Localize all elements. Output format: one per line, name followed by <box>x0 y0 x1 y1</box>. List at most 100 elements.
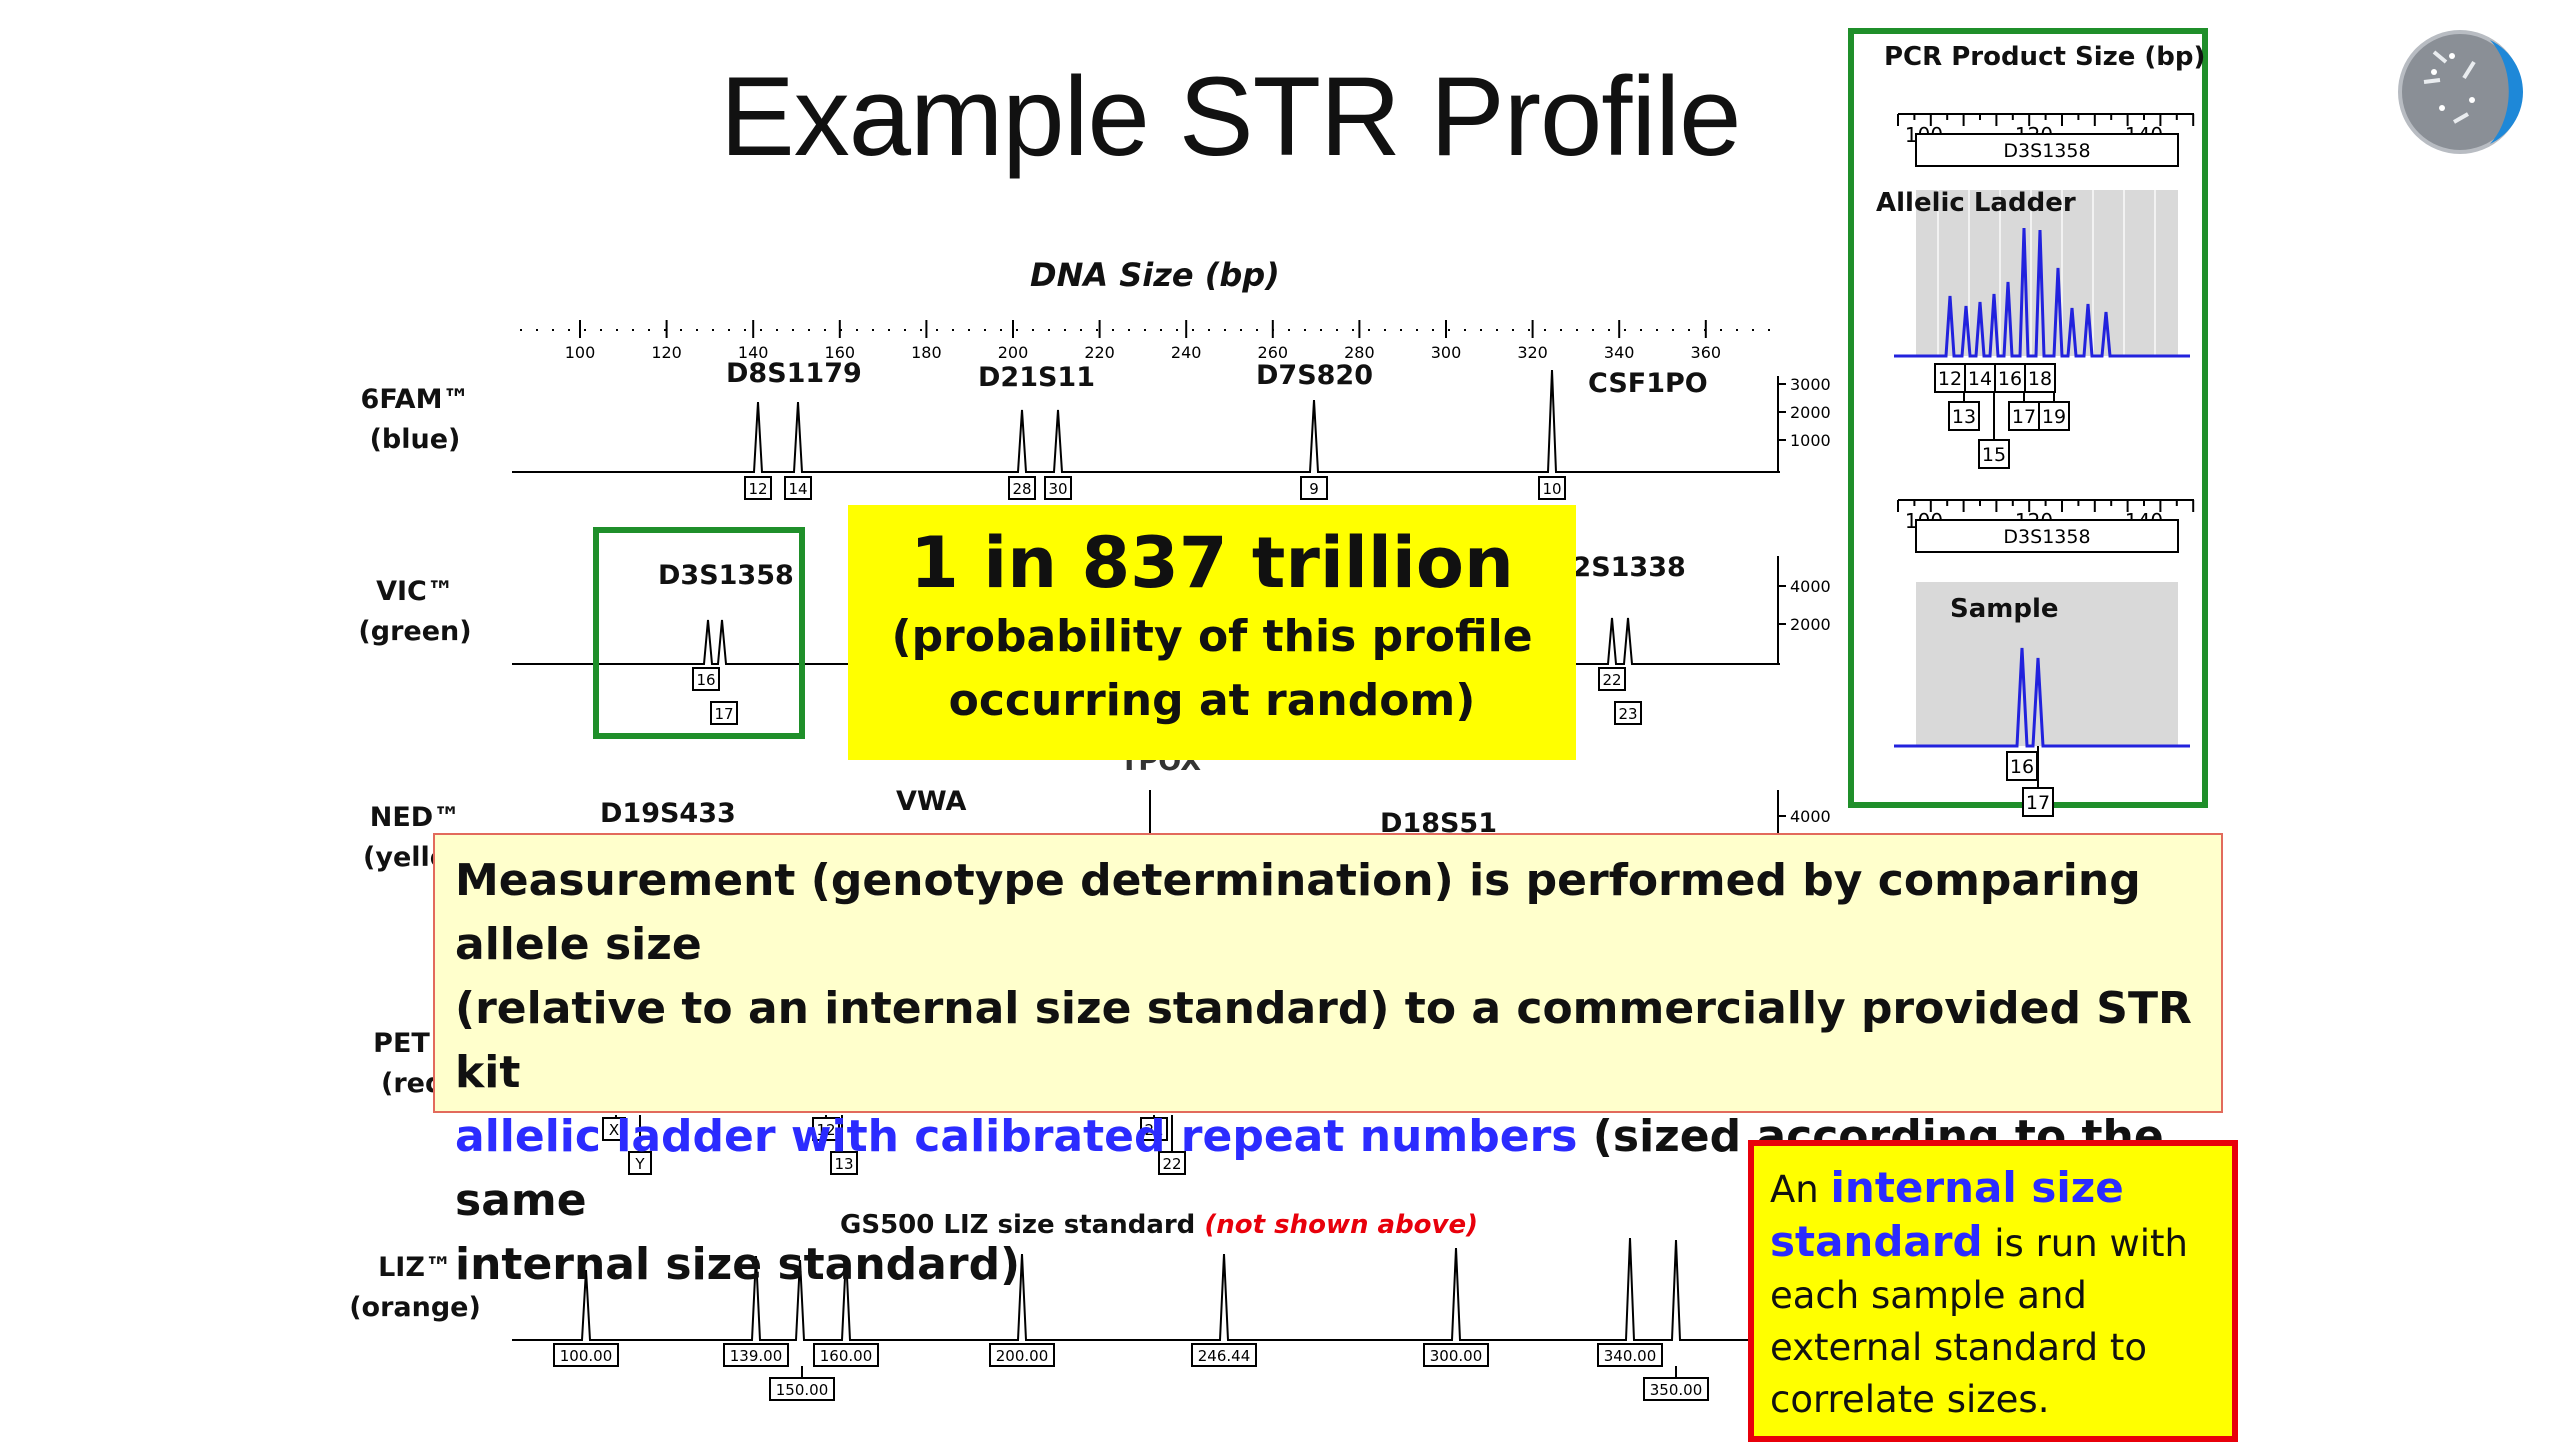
svg-text:246.44: 246.44 <box>1198 1347 1251 1365</box>
axis-tick-label: 340 <box>1604 343 1635 362</box>
allele-call-box: 22 <box>1158 1151 1186 1175</box>
probability-line2: occurring at random) <box>948 675 1476 726</box>
inset-ladder-bin <box>1916 190 2178 356</box>
svg-text:14: 14 <box>1968 368 1992 390</box>
scale-label: 2000 <box>1790 615 1831 634</box>
axis-tick-label: 120 <box>651 343 682 362</box>
dye-name: 6FAM™ <box>360 384 470 415</box>
measurement-callout: Measurement (genotype determination) is … <box>433 833 2223 1290</box>
allele-call-box: 14 <box>784 476 812 500</box>
svg-text:13: 13 <box>1952 406 1976 428</box>
dye-name: NED™ <box>369 802 461 833</box>
axis-tick-label: 260 <box>1258 343 1289 362</box>
allele-call-box: 22 <box>1598 667 1626 691</box>
inset-sample-label: Sample <box>1950 594 2059 624</box>
probability-headline: 1 in 837 trillion <box>910 522 1514 604</box>
dye-label-vic: VIC™ (green) <box>345 572 485 652</box>
svg-text:28: 28 <box>1012 480 1031 498</box>
locus-d19s433: D19S433 <box>600 798 736 829</box>
scale-label: 3000 <box>1790 375 1831 394</box>
axis-tick-label: 220 <box>1084 343 1115 362</box>
allele-call-box: 160.00 <box>813 1343 879 1367</box>
dye-color: (orange) <box>349 1292 481 1323</box>
svg-text:350.00: 350.00 <box>1650 1381 1703 1399</box>
inset-allele-box: 19 <box>2038 401 2070 431</box>
allele-call-box: 21 <box>1140 1117 1168 1141</box>
inset-allele-box: 15 <box>1978 439 2010 469</box>
dye-label-6fam: 6FAM™ (blue) <box>345 380 485 460</box>
svg-text:139.00: 139.00 <box>730 1347 783 1365</box>
axis-tick-label: 280 <box>1344 343 1375 362</box>
svg-text:12: 12 <box>1938 368 1962 390</box>
dye-color: (green) <box>358 616 472 647</box>
locus-csf1po: CSF1PO <box>1588 368 1708 399</box>
allele-call-box: 17 <box>710 701 738 725</box>
trace-liz <box>512 1237 1750 1341</box>
locus-vwa: VWA <box>896 786 967 817</box>
allele-call-box: 200.00 <box>989 1343 1055 1367</box>
svg-text:X: X <box>609 1121 619 1139</box>
inset-allele-box: 13 <box>1948 401 1980 431</box>
measurement-line1: Measurement (genotype determination) is … <box>455 855 2141 970</box>
inset-locus-label: D3S1358 <box>2003 140 2090 162</box>
svg-text:200.00: 200.00 <box>996 1347 1049 1365</box>
svg-text:10: 10 <box>1542 480 1561 498</box>
locus-d3s1358: D3S1358 <box>658 560 794 591</box>
inset-sample-bin <box>1916 582 2178 746</box>
allele-call-box: 28 <box>1008 476 1036 500</box>
measurement-line4: internal size standard) <box>455 1239 1021 1290</box>
svg-text:18: 18 <box>2028 368 2052 390</box>
locus-d21s11: D21S11 <box>978 362 1096 393</box>
inset-allele-box: 14 <box>1964 363 1996 393</box>
allele-call-box: 10 <box>1538 476 1566 500</box>
svg-text:22: 22 <box>1602 671 1621 689</box>
allele-call-box: 350.00 <box>1643 1377 1709 1401</box>
allele-call-box: 30 <box>1044 476 1072 500</box>
svg-text:16: 16 <box>2010 756 2034 778</box>
allele-call-box: 9 <box>1300 476 1328 500</box>
d3s1358-highlight-box <box>593 527 805 739</box>
allele-call-box: 16 <box>692 667 720 691</box>
inset-ladder-label: Allelic Ladder <box>1876 188 2076 218</box>
svg-text:23: 23 <box>1618 705 1637 723</box>
slide-title: Example STR Profile <box>720 54 1741 179</box>
allele-call-box: 150.00 <box>769 1377 835 1401</box>
svg-text:13: 13 <box>834 1155 853 1173</box>
allele-call-box: 12 <box>812 1117 840 1141</box>
inset-allele-box: 16 <box>1994 363 2026 393</box>
inset-ladder-trace <box>1894 227 2190 358</box>
measurement-highlight: allelic ladder with calibrated repeat nu… <box>455 1111 1578 1162</box>
svg-text:19: 19 <box>2042 406 2066 428</box>
axis-tick-label: 100 <box>565 343 596 362</box>
svg-text:100.00: 100.00 <box>560 1347 613 1365</box>
nist-logo <box>2394 22 2544 162</box>
svg-text:300.00: 300.00 <box>1430 1347 1483 1365</box>
svg-text:340.00: 340.00 <box>1604 1347 1657 1365</box>
inset-locus-label: D3S1358 <box>2003 526 2090 548</box>
probability-line1: (probability of this profile <box>891 611 1533 662</box>
locus-d8s1179: D8S1179 <box>726 358 862 389</box>
pcr-product-inset: PCR Product Size (bp) 100120140D3S135810… <box>1848 28 2208 817</box>
internal-standard-prefix: An <box>1770 1168 1831 1211</box>
svg-text:16: 16 <box>1998 368 2022 390</box>
svg-text:30: 30 <box>1048 480 1067 498</box>
inset-allele-box: 17 <box>2008 401 2040 431</box>
internal-standard-highlight: internal size standard <box>1770 1163 2124 1266</box>
dye-name: LIZ™ <box>378 1252 452 1283</box>
scale-label: 4000 <box>1790 807 1831 826</box>
svg-text:150.00: 150.00 <box>776 1381 829 1399</box>
liz-note: (not shown above) <box>1204 1210 1479 1240</box>
svg-text:17: 17 <box>714 705 733 723</box>
inset-allele-box: 12 <box>1934 363 1966 393</box>
scale-label: 4000 <box>1790 577 1831 596</box>
allele-call-box: 12 <box>744 476 772 500</box>
axis-tick-label: 180 <box>911 343 942 362</box>
dye-name: VIC™ <box>376 576 454 607</box>
svg-text:9: 9 <box>1309 480 1319 498</box>
allele-call-box: 139.00 <box>723 1343 789 1367</box>
axis-tick-label: 200 <box>998 343 1029 362</box>
svg-text:Y: Y <box>634 1155 645 1173</box>
inset-allele-box: 18 <box>2024 363 2056 393</box>
